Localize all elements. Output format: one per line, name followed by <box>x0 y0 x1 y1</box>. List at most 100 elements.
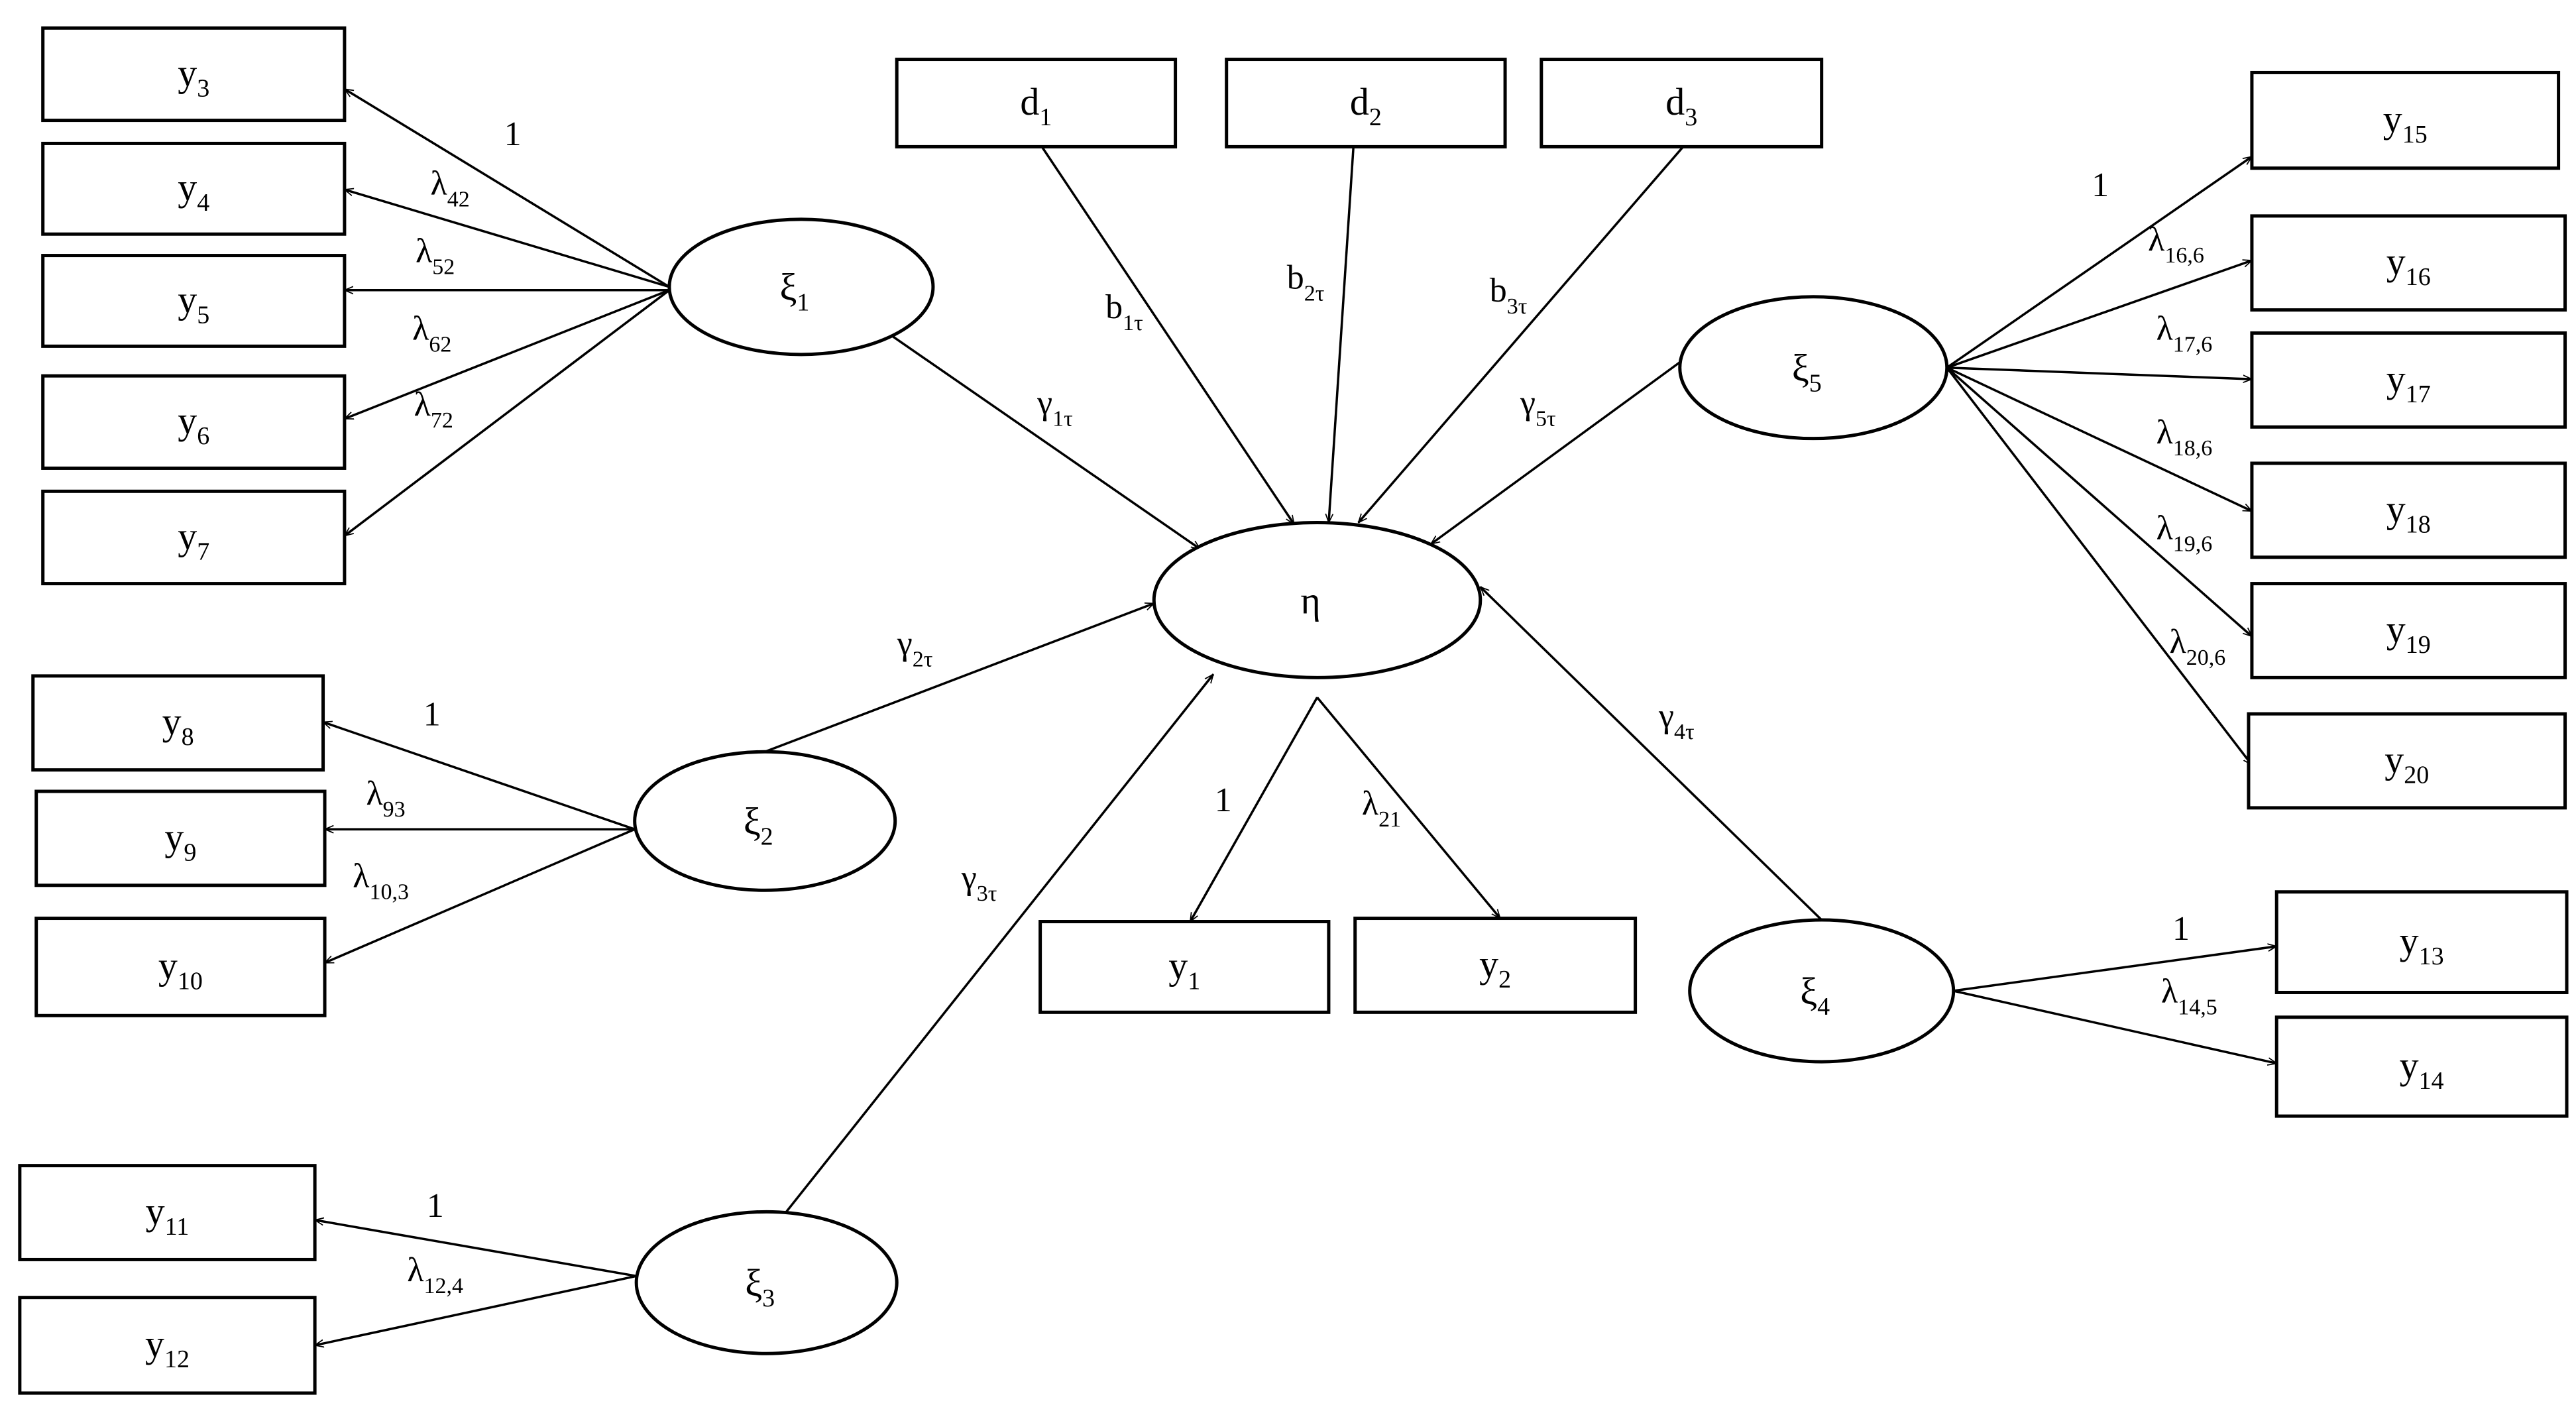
observed-y9-label-symbol: y <box>164 815 184 858</box>
coef-xi5-to-eta-subscript: 5τ <box>1536 406 1556 431</box>
path-xi1-to-y3 <box>345 87 670 288</box>
latent-xi3-label-subscript: 3 <box>762 1284 775 1312</box>
observed-y9: y9 <box>34 789 327 887</box>
coef-xi2-to-y9-subscript: 93 <box>383 797 406 822</box>
observed-y20-label-symbol: y <box>2384 738 2404 781</box>
coef-xi5-to-y16: λ16,6 <box>2148 221 2204 268</box>
latent-xi2-label-subscript: 2 <box>761 823 773 851</box>
latent-xi4-label-symbol: ξ <box>1800 970 1817 1013</box>
observed-y5-label: y5 <box>178 278 209 329</box>
latent-xi2-label-symbol: ξ <box>744 800 761 843</box>
observed-y14-box <box>2274 1015 2569 1118</box>
coef-xi2-to-eta-subscript: 2τ <box>913 648 933 672</box>
path-xi3-to-y11 <box>315 1220 637 1278</box>
latent-xi2-label: ξ2 <box>744 800 773 851</box>
path-d2-to-eta <box>1329 146 1355 522</box>
observed-y11-box <box>18 1164 317 1261</box>
observed-d1-label-subscript: 1 <box>1039 103 1052 131</box>
observed-y14-label-symbol: y <box>2400 1044 2419 1087</box>
coef-xi4-to-eta-subscript: 4τ <box>1674 720 1695 744</box>
observed-y3-label: y3 <box>178 51 209 102</box>
coef-xi5-to-y17: λ17,6 <box>2156 310 2213 357</box>
latent-xi3-label: ξ3 <box>745 1261 775 1312</box>
observed-y17-label-subscript: 17 <box>2406 380 2431 408</box>
coef-xi1-to-y5-subscript: 52 <box>432 255 455 280</box>
observed-y18-box <box>2250 461 2567 559</box>
path-xi1-to-y4 <box>345 190 670 288</box>
observed-y4-label-symbol: y <box>178 166 197 209</box>
latent-xi3-label-symbol: ξ <box>745 1261 762 1304</box>
observed-y4-label: y4 <box>178 166 209 217</box>
path-xi4-to-y13 <box>1953 946 2277 992</box>
path-xi1-to-eta <box>889 333 1200 550</box>
observed-y13-label: y13 <box>2400 919 2444 970</box>
coef-xi1-to-y4: λ42 <box>430 165 469 212</box>
observed-y7-label-symbol: y <box>178 514 197 557</box>
observed-y19-label: y19 <box>2386 608 2431 659</box>
coef-xi1-to-y3: 1 <box>504 115 522 153</box>
observed-y15-box <box>2250 70 2561 170</box>
observed-y11-label: y11 <box>146 1190 190 1241</box>
path-xi5-to-y18 <box>1946 367 2252 512</box>
observed-y15-label: y15 <box>2383 97 2428 148</box>
observed-y3-label-subscript: 3 <box>197 74 209 102</box>
latent-xi1-label-subscript: 1 <box>797 289 809 317</box>
observed-y2-box <box>1353 917 1638 1014</box>
observed-y4: y4 <box>41 141 347 236</box>
observed-y14: y14 <box>2274 1015 2569 1118</box>
coef-d1-to-eta-subscript: 1τ <box>1123 311 1143 335</box>
observed-y6-label: y6 <box>178 399 209 450</box>
path-xi3-to-y12 <box>315 1275 637 1345</box>
path-xi1-to-y7 <box>345 289 670 537</box>
coef-d2-to-eta: b2τ <box>1287 258 1325 306</box>
coef-d3-to-eta: b3τ <box>1490 272 1528 319</box>
coef-xi3-to-eta-symbol: γ <box>961 859 977 897</box>
coef-xi2-to-y10-symbol: λ <box>353 857 369 895</box>
observed-y20-box <box>2247 712 2567 810</box>
observed-y1-box <box>1038 920 1331 1014</box>
coef-xi1-to-eta-subscript: 1τ <box>1052 406 1073 431</box>
coef-xi1-to-y3-symbol: 1 <box>504 115 522 153</box>
coef-xi1-to-y5-symbol: λ <box>416 233 432 270</box>
coef-xi1-to-y7: λ72 <box>414 386 453 433</box>
observed-y12: y12 <box>18 1296 317 1395</box>
observed-y5-label-symbol: y <box>178 278 197 321</box>
latent-xi1-label: ξ1 <box>780 266 810 317</box>
observed-y3: y3 <box>41 26 347 123</box>
coef-xi1-to-eta-symbol: γ <box>1036 384 1052 422</box>
coef-xi5-to-y18-symbol: λ <box>2156 414 2173 451</box>
observed-y15: y15 <box>2250 70 2561 170</box>
path-xi1-to-y6 <box>345 289 670 420</box>
observed-y10-box <box>34 917 327 1017</box>
coef-xi3-to-eta-subscript: 3τ <box>977 881 997 906</box>
observed-d2-label: d2 <box>1350 80 1382 131</box>
observed-y18-label-symbol: y <box>2386 487 2406 530</box>
path-d3-to-eta <box>1359 146 1685 522</box>
latent-xi4-label: ξ4 <box>1800 970 1830 1021</box>
observed-y17: y17 <box>2250 331 2567 429</box>
path-xi5-to-y17 <box>1946 366 2252 379</box>
coef-xi5-to-eta: γ5τ <box>1520 384 1556 431</box>
observed-y12-label: y12 <box>145 1322 190 1373</box>
observed-y16-label-symbol: y <box>2386 240 2406 283</box>
latent-xi4-label-subscript: 4 <box>1817 993 1830 1021</box>
coef-xi4-to-y14: λ14,5 <box>2161 972 2217 1019</box>
observed-d2-label-symbol: d <box>1350 80 1369 123</box>
observed-y12-box <box>18 1296 317 1395</box>
coef-eta-to-y1-symbol: 1 <box>1215 781 1232 819</box>
observed-y19-box <box>2250 582 2567 679</box>
coef-d1-to-eta: b1τ <box>1105 288 1143 335</box>
coef-d2-to-eta-symbol: b <box>1287 258 1304 296</box>
coef-xi2-to-eta-symbol: γ <box>897 625 913 663</box>
observed-y15-label-subscript: 15 <box>2402 121 2428 148</box>
observed-d1-label-symbol: d <box>1020 80 1039 123</box>
latent-xi1-ellipse <box>667 217 935 357</box>
observed-y12-label-subscript: 12 <box>164 1345 190 1373</box>
coef-xi4-to-y14-symbol: λ <box>2161 972 2178 1010</box>
observed-y1-label: y1 <box>1168 944 1200 995</box>
observed-y4-box <box>41 141 347 236</box>
coef-xi4-to-y13: 1 <box>2172 910 2190 948</box>
observed-y2-label-subscript: 2 <box>1498 966 1511 993</box>
path-xi5-to-y16 <box>1946 260 2252 369</box>
path-xi5-to-y19 <box>1946 367 2252 636</box>
